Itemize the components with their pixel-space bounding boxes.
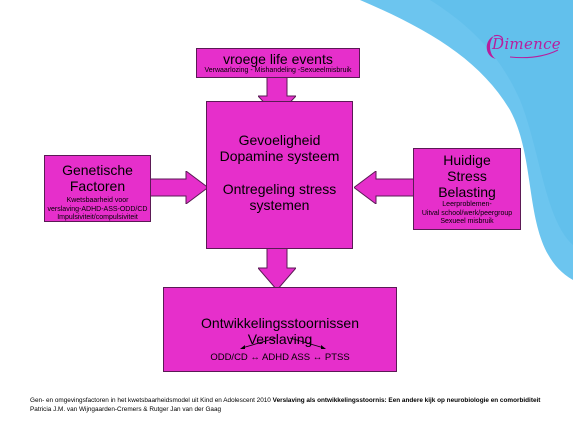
box-early-life-events: vroege life events Verwaarlozing - Misha… <box>196 48 360 78</box>
box-developmental-disorders: Ontwikkelingsstoornissen Verslaving ODD/… <box>163 287 397 372</box>
center-line-3: Ontregeling stress <box>222 181 337 197</box>
footer-part-2: Patricia J.M. van Wijngaarden-Cremers & … <box>30 406 222 413</box>
left-sub-2: verslaving-ADHD-ASS-ODD/CD <box>47 205 148 213</box>
left-sub-3: Impulsiviteit/compulsiviteit <box>57 214 138 221</box>
box-genetic-factors: Genetische Factoren Kwetsbaarheid voor v… <box>44 155 151 222</box>
footer-part-1: Gen- en omgevingsfactoren in het kwetsba… <box>30 397 273 404</box>
right-sub-2: Uitval school/werk/peergroup <box>421 209 513 217</box>
center-line-1: Gevoeligheid <box>238 132 321 148</box>
left-line-2: Factoren <box>69 178 126 194</box>
arrow-right-left <box>150 171 208 204</box>
left-line-1: Genetische <box>62 162 133 178</box>
box-current-stress: Huidige Stress Belasting Leerproblemen- … <box>413 148 521 230</box>
right-sub-3: Sexueel misbruik <box>440 218 494 225</box>
crescent-logo-icon <box>486 34 559 59</box>
logo-text: Dimence <box>492 35 561 53</box>
arrow-left-right <box>354 171 414 204</box>
box-sensitivity-dopamine: Gevoeligheid Dopamine systeem Ontregelin… <box>206 101 353 249</box>
bottom-line-2: Verslaving <box>247 331 313 347</box>
right-line-1: Huidige <box>443 152 491 168</box>
footer-bold-title: Verslaving als ontwikkelingsstoornis: Ee… <box>272 397 541 404</box>
footer-citation: Gen- en omgevingsfactoren in het kwetsba… <box>30 396 560 414</box>
box-subtitle: Verwaarlozing - Mishandeling -Sexueelmis… <box>204 67 352 74</box>
left-sub-1: Kwetsbaarheid voor <box>66 197 129 204</box>
arrow-down-bottom <box>258 246 296 290</box>
bottom-items: ODD/CD ↔ ADHD ASS ↔ PTSS <box>210 352 350 363</box>
right-line-3: Belasting <box>438 184 496 200</box>
right-line-2: Stress <box>447 168 487 184</box>
center-line-4: systemen <box>249 197 310 213</box>
bottom-line-1: Ontwikkelingsstoornissen <box>201 315 359 331</box>
right-sub-1: Leerproblemen- <box>442 201 492 208</box>
connector-arrows <box>240 337 326 349</box>
center-line-2: Dopamine systeem <box>219 148 340 164</box>
box-title: vroege life events <box>223 51 333 67</box>
